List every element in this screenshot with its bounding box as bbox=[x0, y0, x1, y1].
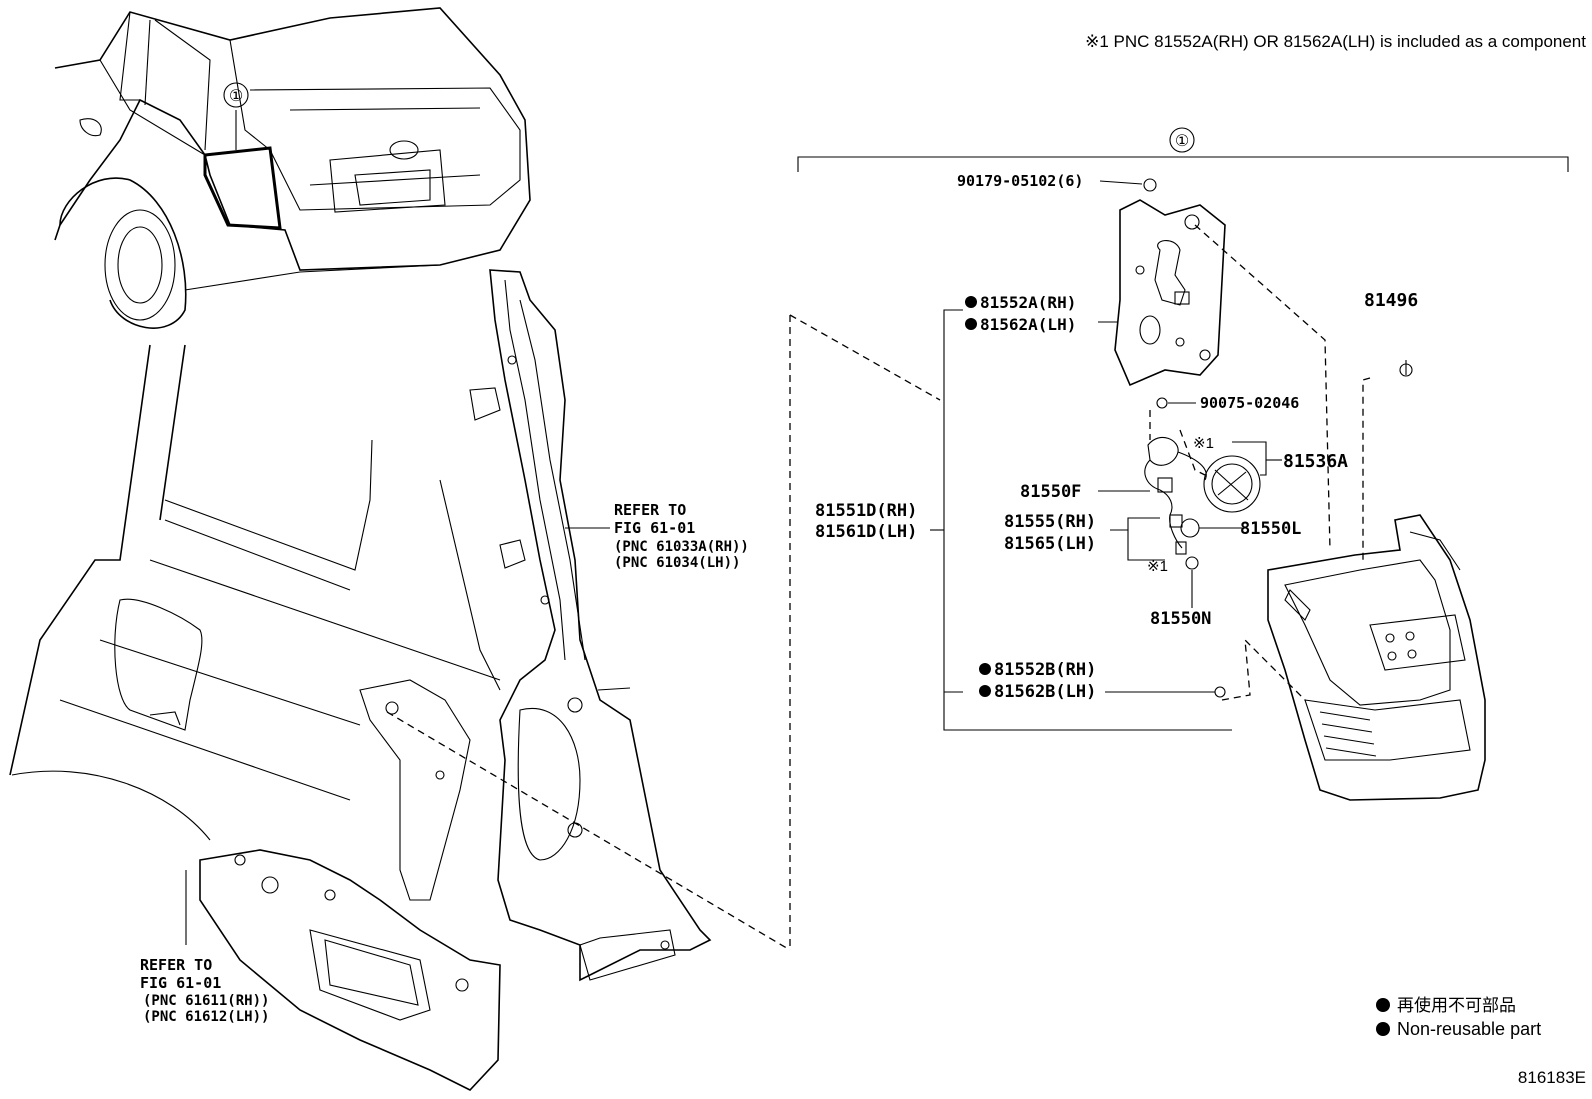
part-90075-02046: 90075-02046 bbox=[1200, 394, 1299, 412]
quarter-panel-drawing bbox=[9, 269, 712, 1091]
callout-lines bbox=[930, 309, 1407, 731]
refer-lower-line2: FIG 61-01 bbox=[140, 974, 221, 992]
vehicle-callout-marker: ① bbox=[229, 88, 243, 105]
part-81551D: 81551D(RH) bbox=[815, 501, 917, 521]
part-81562B: 81562B(LH) bbox=[994, 682, 1096, 702]
refer-upper-line1: REFER TO bbox=[614, 501, 686, 519]
part-81496: 81496 bbox=[1364, 290, 1418, 311]
refer-upper-line4: (PNC 61034(LH)) bbox=[614, 555, 740, 571]
figure-code: 816183E bbox=[1518, 1068, 1586, 1087]
non-reusable-dot bbox=[965, 318, 977, 330]
legend: 再使用不可部品 Non-reusable part bbox=[1376, 995, 1541, 1039]
tail-lamp-drawing bbox=[1267, 363, 1486, 801]
part-labels: 90179-05102(6) 81552A(RH) 81562A(LH) 814… bbox=[815, 172, 1418, 702]
part-81550L: 81550L bbox=[1240, 519, 1301, 539]
part-81552A: 81552A(RH) bbox=[980, 293, 1076, 312]
non-reusable-dot bbox=[965, 296, 977, 308]
part-81550F: 81550F bbox=[1020, 482, 1081, 502]
part-81555: 81555(RH) bbox=[1004, 512, 1096, 532]
note-mark-1-lower: ※1 bbox=[1147, 558, 1168, 575]
part-81562A: 81562A(LH) bbox=[980, 315, 1076, 334]
non-reusable-dot bbox=[979, 685, 991, 697]
legend-english: Non-reusable part bbox=[1397, 1019, 1541, 1039]
non-reusable-dot bbox=[979, 663, 991, 675]
refer-upper-line3: (PNC 61033A(RH)) bbox=[614, 539, 749, 555]
part-81536A: 81536A bbox=[1283, 451, 1348, 472]
assembly-bracket: ① bbox=[797, 127, 1569, 172]
part-81561D: 81561D(LH) bbox=[815, 522, 917, 542]
legend-japanese: 再使用不可部品 bbox=[1397, 995, 1516, 1015]
refer-lower-line3: (PNC 61611(RH)) bbox=[143, 993, 269, 1009]
dashed-leaders bbox=[1149, 224, 1371, 701]
part-81552B: 81552B(RH) bbox=[994, 660, 1096, 680]
legend-dot-japanese bbox=[1376, 998, 1390, 1012]
note-mark-1-upper: ※1 bbox=[1193, 435, 1214, 452]
assembly-marker: ① bbox=[1175, 133, 1189, 150]
vehicle-rear-view: ① bbox=[54, 7, 531, 329]
part-81550N: 81550N bbox=[1150, 609, 1211, 629]
refer-lower-line4: (PNC 61612(LH)) bbox=[143, 1009, 269, 1025]
refer-lower-line1: REFER TO bbox=[140, 956, 212, 974]
socket-plate bbox=[1099, 178, 1226, 387]
refer-lower: REFER TO FIG 61-01 (PNC 61611(RH)) (PNC … bbox=[140, 956, 269, 1025]
legend-dot-english bbox=[1376, 1022, 1390, 1036]
refer-upper-line2: FIG 61-01 bbox=[614, 519, 695, 537]
part-81565: 81565(LH) bbox=[1004, 534, 1096, 554]
harness-and-sockets bbox=[1144, 397, 1261, 608]
refer-upper: REFER TO FIG 61-01 (PNC 61033A(RH)) (PNC… bbox=[614, 501, 749, 571]
part-90179-05102: 90179-05102(6) bbox=[957, 172, 1083, 190]
component-note: ※1 PNC 81552A(RH) OR 81562A(LH) is inclu… bbox=[1085, 32, 1586, 51]
